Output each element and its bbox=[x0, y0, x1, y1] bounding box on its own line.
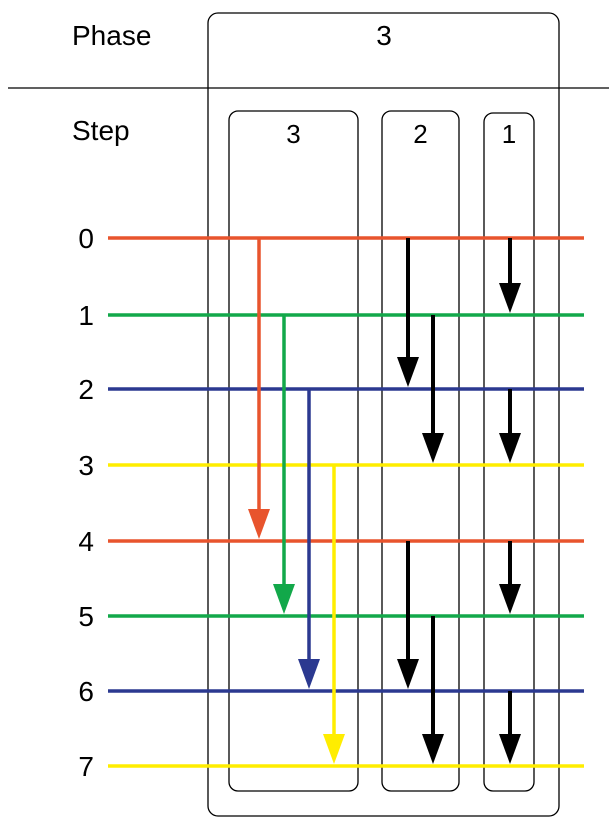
wire-label: 6 bbox=[78, 676, 94, 707]
comparator-arrow-icon bbox=[499, 238, 521, 313]
comparator-arrow-icon bbox=[499, 389, 521, 463]
comparator-arrows bbox=[248, 238, 521, 764]
comparator-arrow-icon bbox=[397, 541, 419, 689]
wires bbox=[108, 236, 584, 768]
comparator-arrow-icon bbox=[273, 315, 295, 614]
step-box-1 bbox=[483, 112, 535, 792]
step-boxes: 3 2 1 bbox=[228, 110, 535, 792]
comparator-arrow-icon bbox=[499, 541, 521, 614]
phase-label: Phase bbox=[72, 20, 151, 51]
wire-label: 4 bbox=[78, 526, 94, 557]
comparator-arrow-icon bbox=[397, 238, 419, 387]
comparator-arrow-icon bbox=[499, 691, 521, 764]
wire-label: 3 bbox=[78, 450, 94, 481]
wire-label: 1 bbox=[78, 300, 94, 331]
comparator-arrow-icon bbox=[298, 389, 320, 689]
step-box-label: 2 bbox=[413, 119, 427, 149]
wire-label: 7 bbox=[78, 751, 94, 782]
step-label: Step bbox=[72, 115, 130, 146]
step-box-label: 3 bbox=[286, 119, 300, 149]
phase-value: 3 bbox=[376, 20, 392, 51]
comparator-arrow-icon bbox=[323, 465, 345, 764]
phase-box bbox=[207, 12, 560, 817]
wire-label: 5 bbox=[78, 601, 94, 632]
step-box-label: 1 bbox=[502, 119, 516, 149]
comparator-arrow-icon bbox=[422, 616, 444, 764]
wire-label: 0 bbox=[78, 223, 94, 254]
comparator-arrow-icon bbox=[422, 315, 444, 463]
step-box-3 bbox=[228, 110, 359, 792]
comparator-arrow-icon bbox=[248, 238, 270, 539]
step-box-2 bbox=[381, 110, 460, 792]
wire-labels: 0 1 2 3 4 5 6 7 bbox=[78, 223, 94, 782]
wire-label: 2 bbox=[78, 374, 94, 405]
